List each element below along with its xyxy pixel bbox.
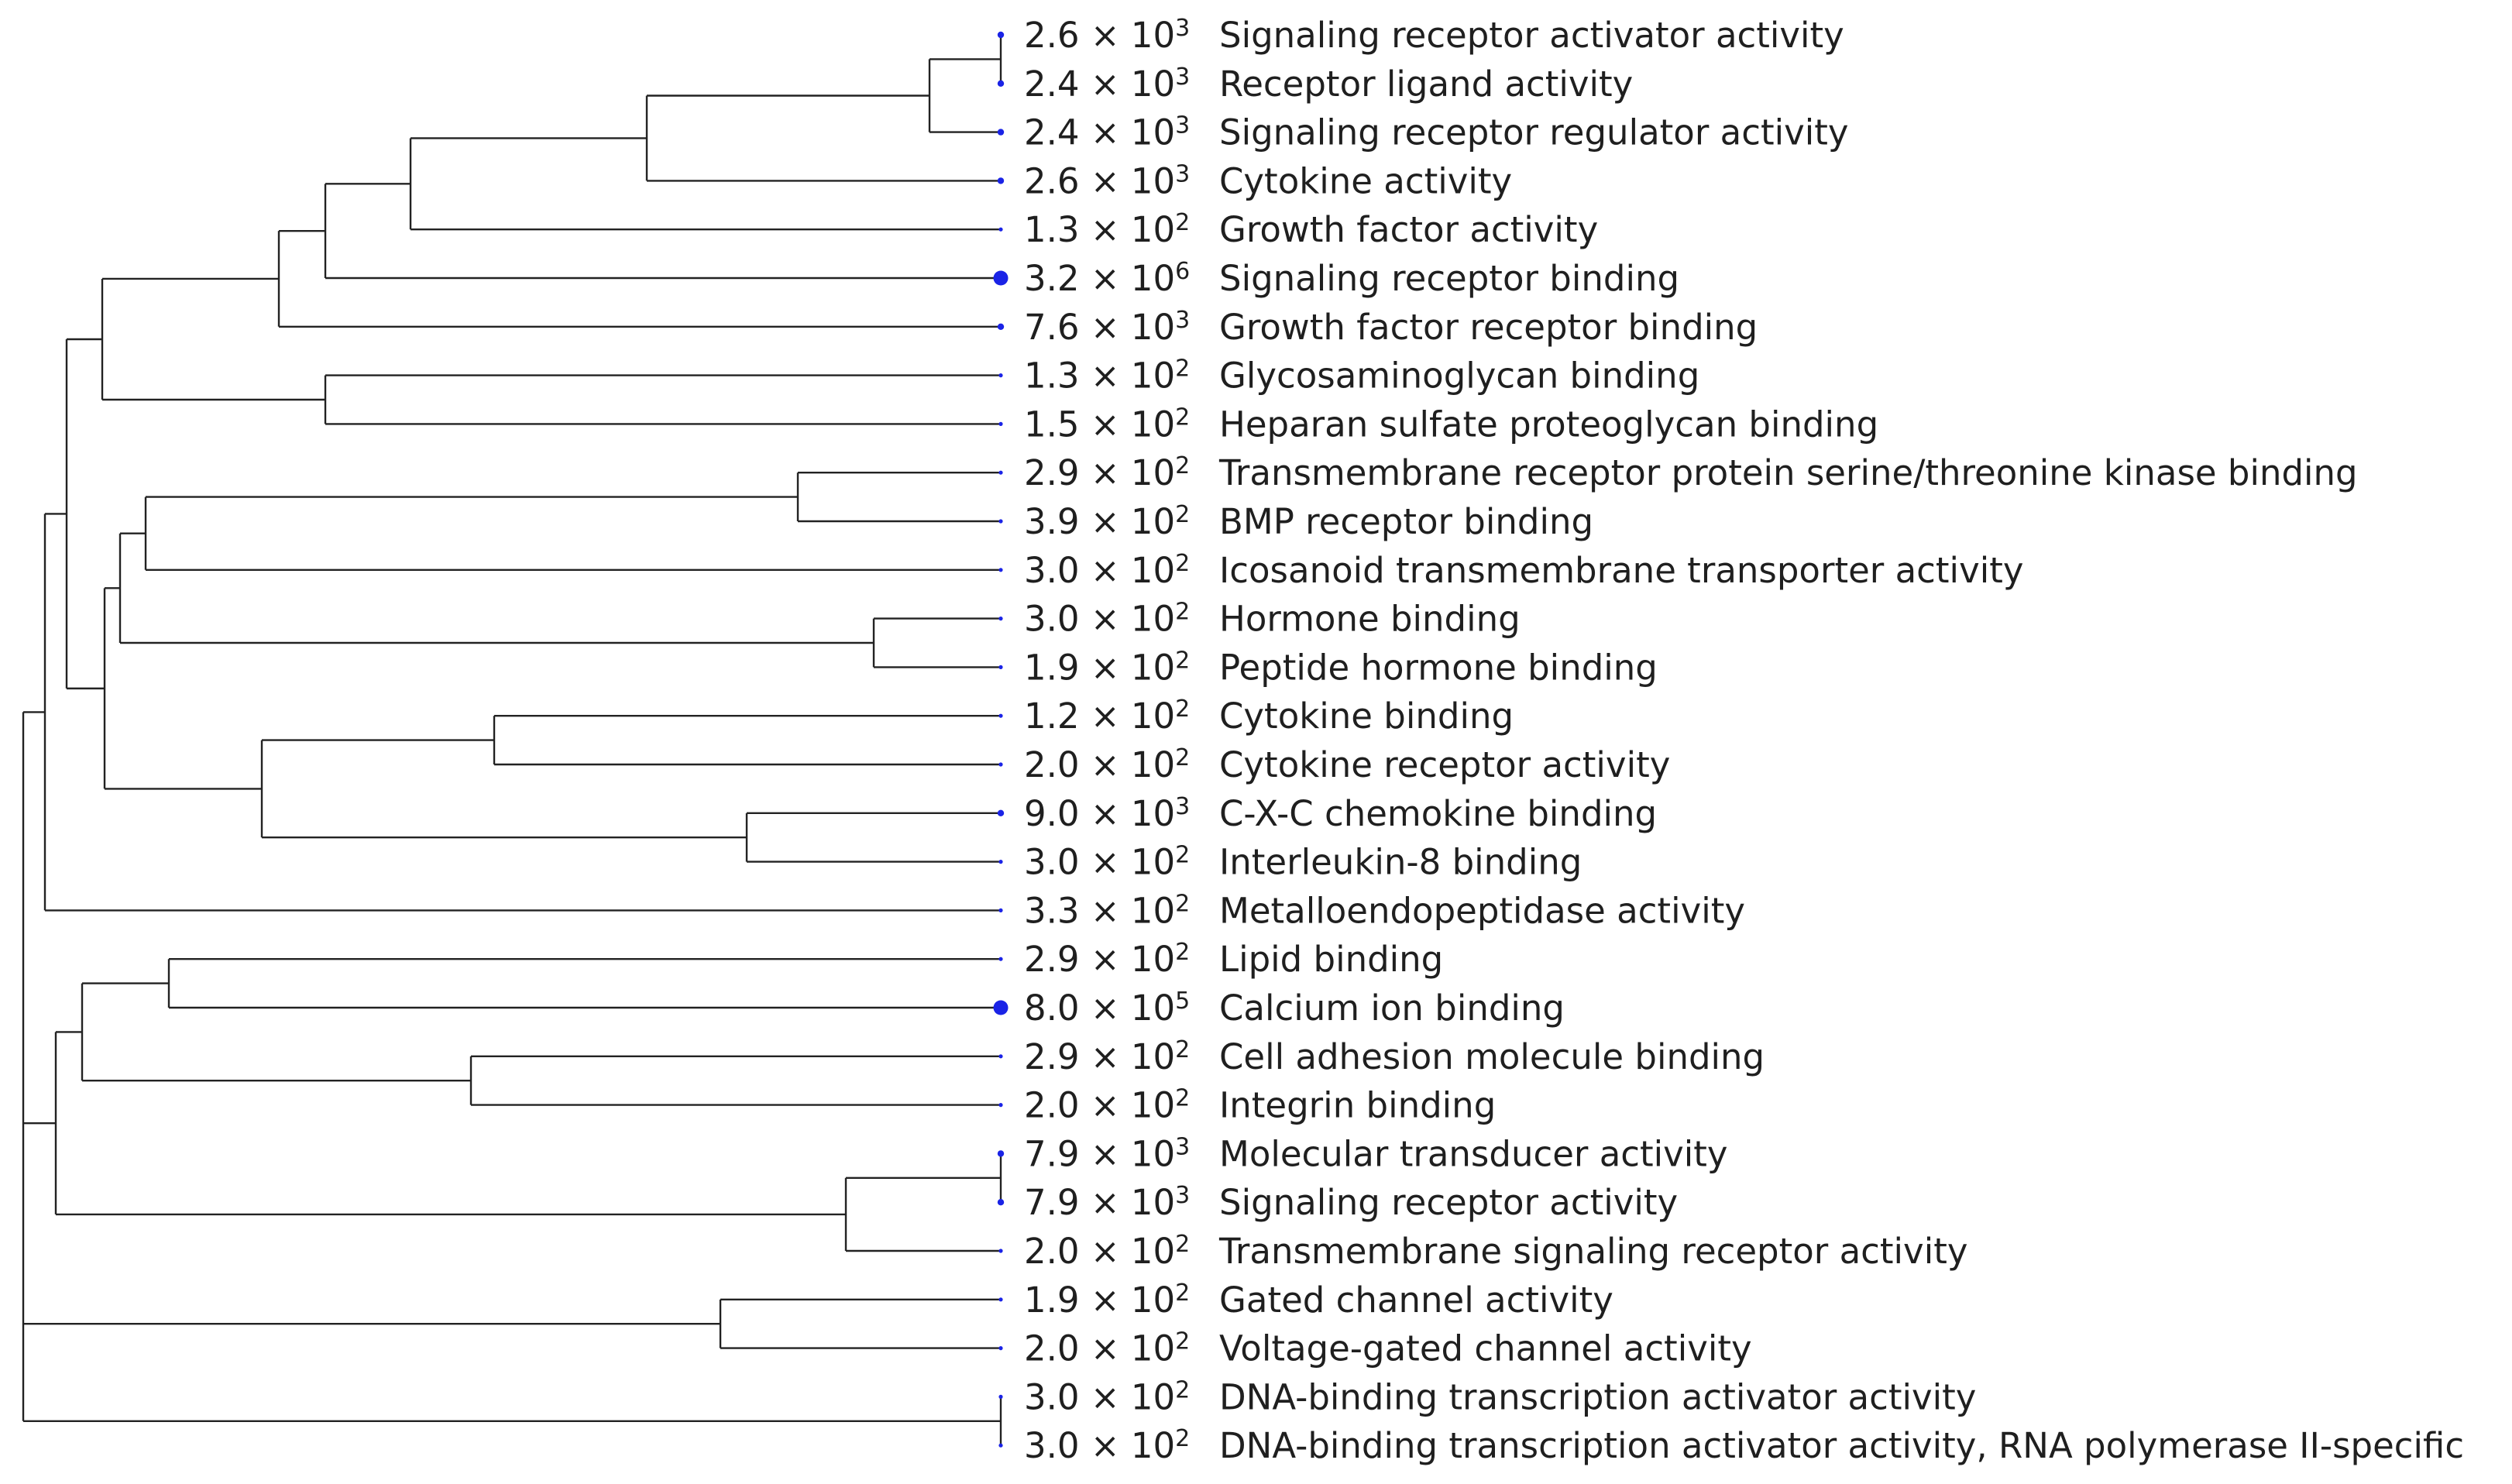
leaf-label: Lipid binding: [1219, 939, 1443, 980]
leaf-value: 2.0 × 102: [1024, 744, 1190, 785]
leaf-label: Cytokine binding: [1219, 696, 1514, 737]
leaf-label: Growth factor receptor binding: [1219, 307, 1758, 348]
leaf-label: Heparan sulfate proteoglycan binding: [1219, 404, 1878, 445]
leaf-value: 8.0 × 105: [1024, 988, 1190, 1029]
leaf-value: 3.3 × 102: [1024, 890, 1190, 931]
leaf-value: 2.6 × 103: [1024, 15, 1190, 56]
leaf-marker: [998, 1249, 1003, 1253]
leaf-value: 9.0 × 103: [1024, 793, 1190, 834]
leaf-value: 3.9 × 102: [1024, 501, 1190, 542]
leaf-marker: [997, 129, 1005, 136]
leaf-label: Signaling receptor activity: [1219, 1182, 1678, 1223]
leaf-value: 3.0 × 102: [1024, 1425, 1190, 1466]
leaf-marker: [993, 1000, 1009, 1015]
leaf-value: 3.0 × 102: [1024, 842, 1190, 883]
leaf-value: 3.2 × 106: [1024, 258, 1190, 299]
leaf-value: 1.3 × 102: [1024, 209, 1190, 250]
leaf-label: Integrin binding: [1219, 1085, 1496, 1126]
leaf-label: C-X-C chemokine binding: [1219, 793, 1657, 834]
leaf-label: Hormone binding: [1219, 599, 1521, 640]
leaf-marker: [998, 373, 1003, 378]
leaf-marker: [998, 519, 1003, 524]
leaf-marker: [998, 1297, 1003, 1302]
leaf-value: 3.0 × 102: [1024, 550, 1190, 591]
leaf-value: 2.6 × 103: [1024, 160, 1190, 201]
leaf-value: 1.5 × 102: [1024, 404, 1190, 445]
leaf-value: 2.9 × 102: [1024, 1036, 1190, 1077]
leaf-value: 2.4 × 103: [1024, 64, 1190, 105]
leaf-marker: [998, 860, 1003, 864]
leaf-marker: [998, 1103, 1003, 1108]
leaf-value: 3.0 × 102: [1024, 599, 1190, 640]
leaf-markers: [993, 31, 1009, 1448]
leaf-marker: [998, 957, 1003, 961]
leaf-marker: [998, 421, 1003, 427]
leaf-value: 2.0 × 102: [1024, 1085, 1190, 1126]
leaf-value: 3.0 × 102: [1024, 1376, 1190, 1417]
leaf-marker: [993, 270, 1009, 286]
leaf-value: 7.9 × 103: [1024, 1182, 1190, 1223]
leaf-marker: [997, 80, 1005, 88]
leaf-marker: [997, 323, 1005, 330]
leaf-value: 2.0 × 102: [1024, 1231, 1190, 1272]
leaf-marker: [997, 1199, 1005, 1206]
leaf-label: Molecular transducer activity: [1219, 1133, 1728, 1174]
leaf-value: 2.0 × 102: [1024, 1328, 1190, 1369]
leaf-marker: [998, 227, 1003, 232]
leaf-value: 1.9 × 102: [1024, 1280, 1190, 1321]
leaf-label: Cytokine receptor activity: [1219, 744, 1670, 785]
leaf-marker: [998, 908, 1003, 912]
leaf-value: 1.9 × 102: [1024, 647, 1190, 688]
leaf-value: 2.4 × 103: [1024, 112, 1190, 153]
leaf-label: Transmembrane signaling receptor activit…: [1218, 1231, 1967, 1272]
leaf-marker: [998, 713, 1003, 718]
leaf-label: Glycosaminoglycan binding: [1219, 356, 1699, 397]
leaf-value: 1.3 × 102: [1024, 356, 1190, 397]
leaf-marker: [997, 1150, 1005, 1157]
leaf-labels: 2.6 × 103 Signaling receptor activator ac…: [1024, 15, 2464, 1466]
leaf-marker: [998, 762, 1003, 767]
leaf-value: 7.6 × 103: [1024, 307, 1190, 348]
leaf-marker: [998, 617, 1003, 621]
leaf-label: Calcium ion binding: [1219, 988, 1565, 1029]
leaf-label: Signaling receptor activator activity: [1219, 15, 1844, 56]
leaf-label: DNA-binding transcription activator acti…: [1219, 1425, 2464, 1466]
leaf-value: 2.9 × 102: [1024, 452, 1190, 493]
leaf-marker: [998, 568, 1003, 572]
leaf-label: BMP receptor binding: [1219, 501, 1593, 542]
leaf-label: Metalloendopeptidase activity: [1219, 890, 1745, 931]
leaf-marker: [998, 1346, 1003, 1351]
leaf-marker: [998, 1443, 1003, 1448]
leaf-label: Voltage-gated channel activity: [1219, 1328, 1752, 1369]
leaf-label: Growth factor activity: [1219, 209, 1598, 250]
leaf-label: Signaling receptor regulator activity: [1219, 112, 1849, 153]
leaf-marker: [997, 809, 1005, 817]
leaf-marker: [998, 470, 1003, 475]
leaf-marker: [998, 665, 1003, 670]
leaf-label: Interleukin-8 binding: [1219, 842, 1582, 883]
leaf-marker: [998, 1054, 1003, 1059]
leaf-value: 2.9 × 102: [1024, 939, 1190, 980]
leaf-label: Transmembrane receptor protein serine/th…: [1218, 452, 2358, 493]
leaf-marker: [998, 1394, 1003, 1399]
leaf-marker: [997, 31, 1005, 39]
leaf-value: 1.2 × 102: [1024, 696, 1190, 737]
leaf-value: 7.9 × 103: [1024, 1133, 1190, 1174]
leaf-label: Icosanoid transmembrane transporter acti…: [1219, 550, 2023, 591]
leaf-marker: [997, 177, 1005, 184]
leaf-label: Receptor ligand activity: [1219, 64, 1633, 105]
leaf-label: Cell adhesion molecule binding: [1219, 1036, 1765, 1077]
leaf-label: DNA-binding transcription activator acti…: [1219, 1376, 1976, 1417]
dendrogram-branches: [22, 35, 1002, 1446]
leaf-label: Peptide hormone binding: [1219, 647, 1658, 688]
leaf-label: Cytokine activity: [1219, 160, 1512, 201]
leaf-label: Signaling receptor binding: [1219, 258, 1679, 299]
leaf-label: Gated channel activity: [1219, 1280, 1613, 1321]
